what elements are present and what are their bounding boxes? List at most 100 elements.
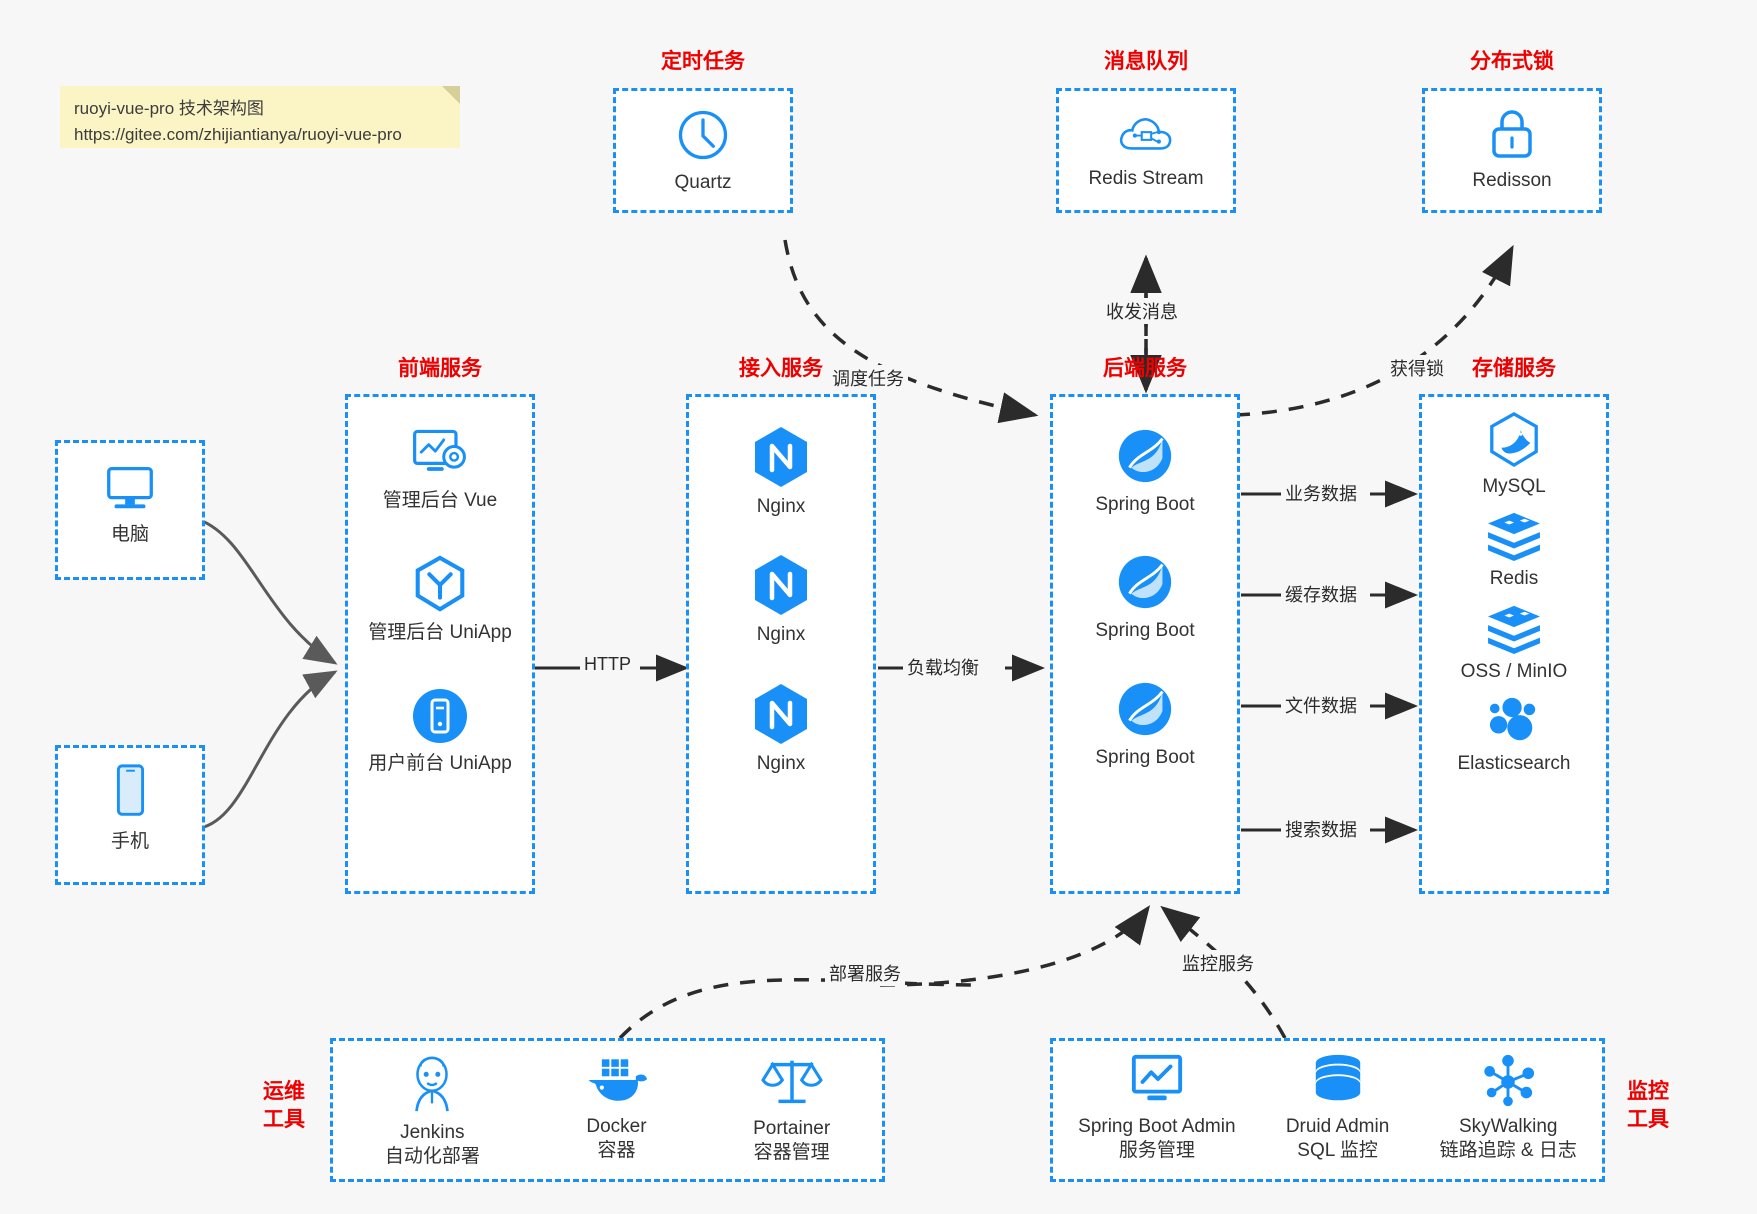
lock-icon: [1492, 110, 1532, 158]
node-label: Portainer: [753, 1118, 831, 1139]
node-nginx-1[interactable]: Nginx: [689, 425, 873, 519]
nginx-icon: [755, 555, 807, 616]
node-redisson[interactable]: Redisson: [1425, 91, 1599, 193]
node-quartz[interactable]: Quartz: [616, 91, 790, 195]
group-box-devops: Jenkins 自动化部署 Docker 容器: [330, 1038, 885, 1182]
group-title-backend: 后端服务: [1103, 357, 1187, 380]
node-desktop[interactable]: 电脑: [58, 443, 202, 547]
edge-label-mq: 收发消息: [1102, 298, 1182, 324]
edge-label-getlock: 获得锁: [1386, 355, 1448, 381]
node-springboot-1[interactable]: Spring Boot: [1053, 425, 1237, 517]
node-label: OSS / MinIO: [1460, 660, 1568, 682]
group-title-frontend: 前端服务: [398, 357, 482, 380]
portainer-scale-icon: [760, 1060, 823, 1104]
node-label: Docker: [586, 1116, 647, 1137]
group-box-backend: Spring Boot Spring Boot Spring Boot: [1050, 394, 1240, 894]
node-label: SkyWalking: [1458, 1116, 1558, 1137]
node-skywalking[interactable]: SkyWalking 链路追踪 & 日志: [1440, 1053, 1577, 1164]
note-fold-icon: [442, 86, 460, 104]
group-title-mq: 消息队列: [1104, 50, 1188, 73]
node-label: 用户前台 UniApp: [368, 752, 512, 774]
node-admin-vue[interactable]: 管理后台 Vue: [348, 425, 532, 513]
redis-stack-icon: [1488, 513, 1540, 562]
database-icon: [1315, 1054, 1360, 1101]
group-title-gateway: 接入服务: [739, 357, 823, 380]
jenkins-butler-icon: [415, 1056, 450, 1112]
spring-leaf-icon: [1118, 556, 1172, 609]
group-title-lock: 分布式锁: [1470, 50, 1554, 73]
node-elasticsearch[interactable]: Elasticsearch: [1422, 694, 1606, 776]
node-label: Redisson: [1472, 170, 1552, 191]
elasticsearch-icon: [1489, 697, 1536, 741]
group-title-monitor-line2: 工具: [1627, 1108, 1669, 1132]
group-title-devops-line2: 工具: [263, 1108, 305, 1132]
node-label: Nginx: [756, 624, 806, 646]
note-line-2: https://gitee.com/zhijiantianya/ruoyi-vu…: [74, 125, 402, 145]
node-label: Spring Boot: [1095, 620, 1195, 642]
node-spring-boot-admin[interactable]: Spring Boot Admin 服务管理: [1078, 1053, 1236, 1164]
node-redis[interactable]: Redis: [1422, 511, 1606, 591]
nginx-icon: [755, 427, 807, 487]
desktop-icon: [107, 467, 153, 509]
edge-label-schedule: 调度任务: [828, 365, 908, 391]
docker-whale-icon: [589, 1059, 648, 1101]
node-docker[interactable]: Docker 容器: [583, 1053, 649, 1164]
edge-label-cache-data: 缓存数据: [1281, 581, 1361, 607]
group-box-scheduler: Quartz: [613, 88, 793, 213]
client-box-mobile: 手机: [55, 745, 205, 885]
skywalking-node-icon: [1484, 1054, 1535, 1107]
mobile-circle-icon: [413, 688, 467, 743]
node-user-uniapp[interactable]: 用户前台 UniApp: [348, 686, 532, 776]
node-admin-uniapp[interactable]: 管理后台 UniApp: [348, 553, 532, 645]
node-label: Spring Boot: [1095, 746, 1195, 768]
nginx-icon: [755, 683, 807, 744]
edge-label-load-balance: 负载均衡: [903, 654, 983, 680]
node-redis-stream[interactable]: Redis Stream: [1059, 91, 1233, 191]
oss-stack-icon: [1488, 605, 1540, 654]
node-druid-admin[interactable]: Druid Admin SQL 监控: [1285, 1053, 1390, 1164]
node-label: 管理后台 Vue: [382, 490, 498, 511]
node-label: 电脑: [110, 524, 149, 545]
edge-label-deploy: 部署服务: [825, 960, 905, 986]
node-sublabel: 容器管理: [753, 1142, 830, 1164]
note-line-1: ruoyi-vue-pro 技术架构图: [74, 99, 264, 118]
group-title-scheduler: 定时任务: [661, 50, 745, 73]
node-label: Spring Boot: [1095, 494, 1195, 515]
group-box-gateway: Nginx Nginx Nginx: [686, 394, 876, 894]
cloud-stream-icon: [1119, 118, 1172, 150]
group-title-monitor-line1: 监控: [1627, 1080, 1669, 1103]
spring-leaf-icon: [1118, 429, 1172, 483]
node-jenkins[interactable]: Jenkins 自动化部署: [385, 1053, 480, 1170]
node-nginx-2[interactable]: Nginx: [689, 553, 873, 647]
edge-label-file-data: 文件数据: [1281, 692, 1361, 718]
node-label: Redis Stream: [1088, 168, 1204, 189]
group-title-devops: 运维 工具: [254, 1078, 314, 1135]
node-mobile[interactable]: 手机: [58, 748, 202, 854]
node-mysql[interactable]: MySQL: [1422, 411, 1606, 499]
node-label: Druid Admin: [1285, 1116, 1390, 1137]
node-nginx-3[interactable]: Nginx: [689, 682, 873, 776]
node-springboot-2[interactable]: Spring Boot: [1053, 551, 1237, 643]
node-sublabel: SQL 监控: [1297, 1140, 1378, 1162]
node-label: 手机: [110, 831, 149, 852]
node-label: 管理后台 UniApp: [368, 622, 512, 644]
edge-label-search-data: 搜索数据: [1281, 816, 1361, 842]
mysql-dolphin-icon: [1490, 412, 1538, 468]
node-label: Redis: [1489, 568, 1539, 590]
node-oss-minio[interactable]: OSS / MinIO: [1422, 604, 1606, 684]
node-label: MySQL: [1482, 476, 1546, 497]
mobile-icon: [116, 764, 145, 816]
node-springboot-3[interactable]: Spring Boot: [1053, 678, 1237, 770]
node-portainer[interactable]: Portainer 容器管理: [753, 1053, 830, 1166]
group-title-monitor: 监控 工具: [1618, 1078, 1678, 1135]
group-box-frontend: 管理后台 Vue 管理后台 UniApp 用户前台 UniApp: [345, 394, 535, 894]
monitor-chart-icon: [1131, 1054, 1182, 1101]
edge-label-biz-data: 业务数据: [1281, 480, 1361, 506]
group-box-lock: Redisson: [1422, 88, 1602, 213]
node-sublabel: 服务管理: [1118, 1140, 1195, 1162]
node-sublabel: 容器: [597, 1140, 636, 1162]
node-sublabel: 自动化部署: [384, 1146, 480, 1168]
node-label: Nginx: [756, 496, 806, 517]
cube-icon: [415, 555, 465, 612]
